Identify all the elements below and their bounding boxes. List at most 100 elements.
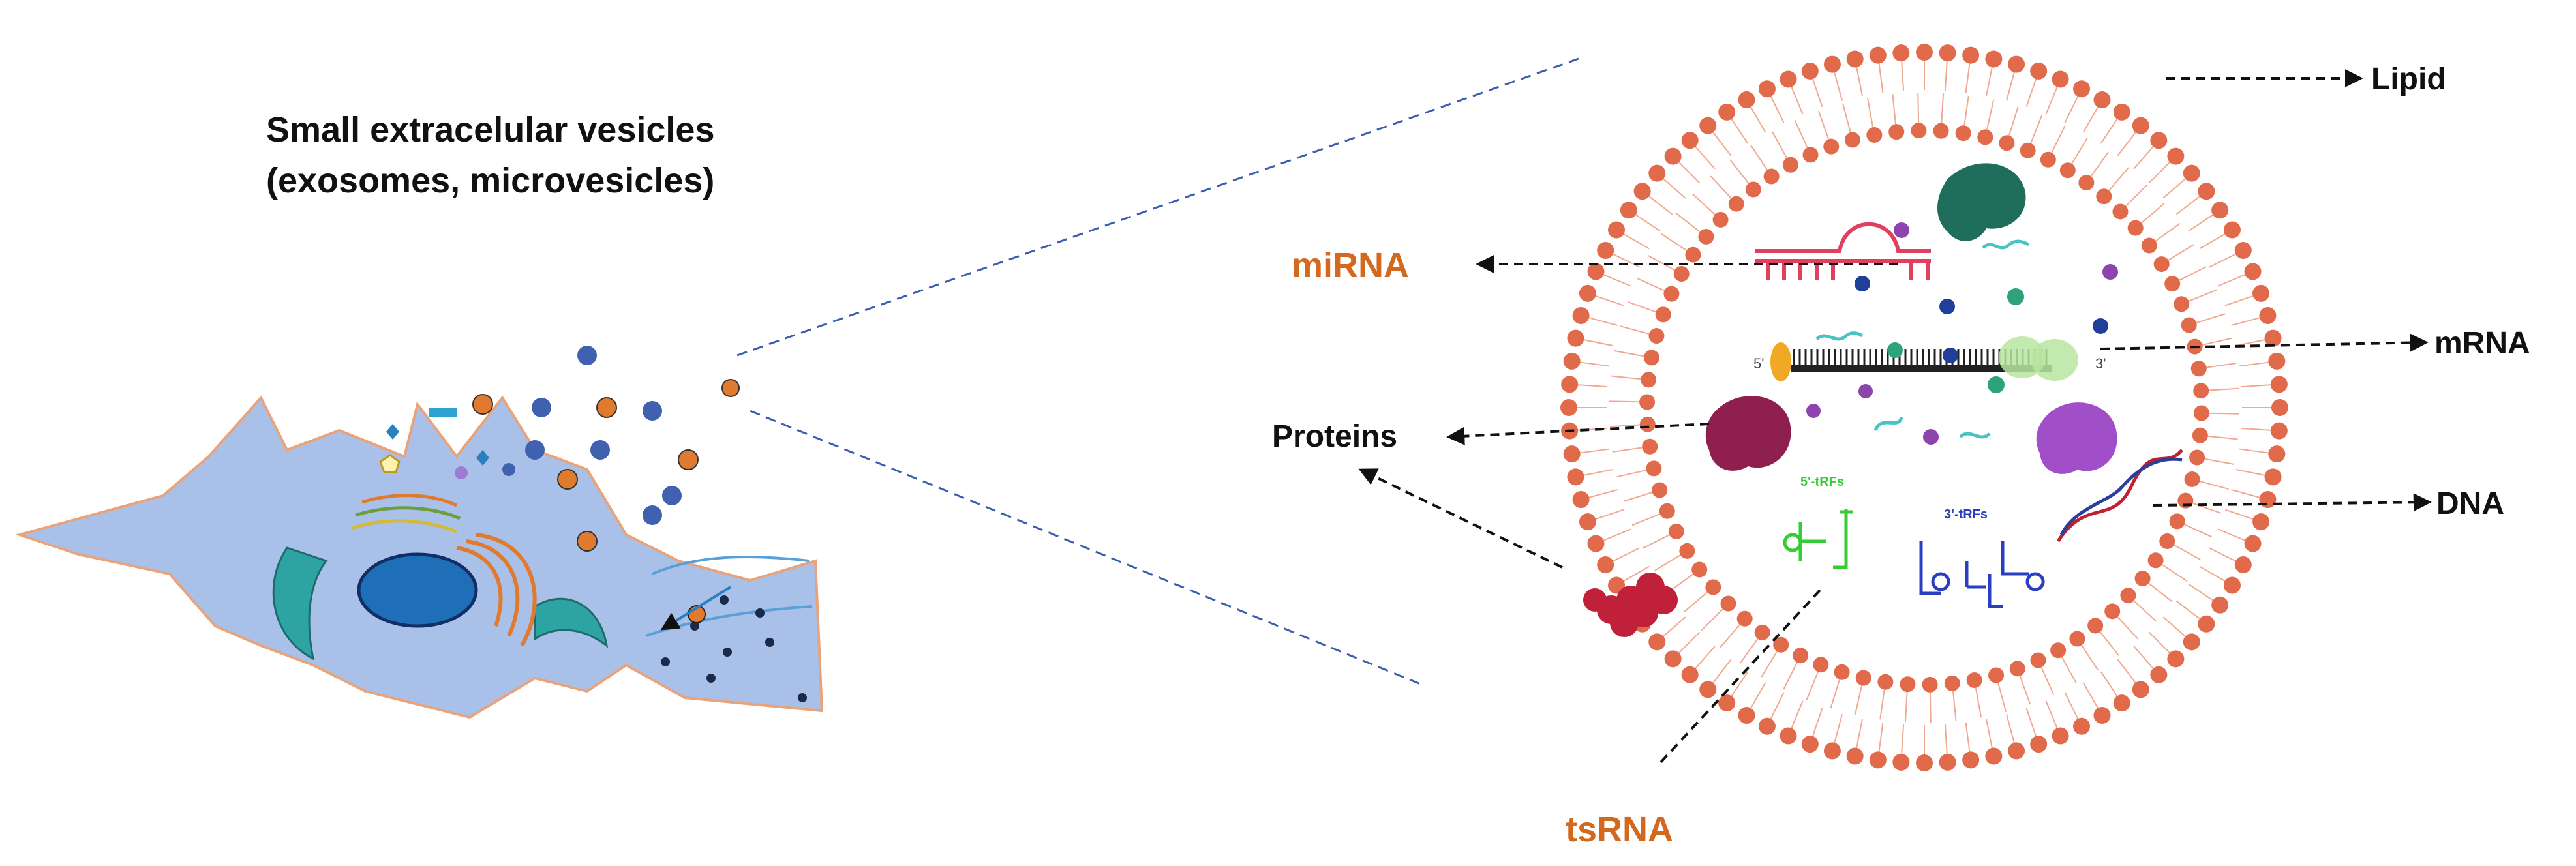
lipid-head [1801,62,1819,80]
lipid-head [1587,535,1605,552]
lipid-head [1834,664,1850,680]
lipid-head [1572,306,1590,324]
lipid-head [2104,603,2121,620]
lipid-tail [2141,203,2165,224]
proteins-leader [1446,423,1710,445]
lipid-tail [1579,448,1610,454]
lipid-tail [2082,106,2099,133]
lipid-tail [1611,375,1641,380]
lipid-head [2112,203,2129,220]
lipid-head [2192,427,2208,443]
lipid-tail [1901,724,1905,754]
dna-label: DNA [2436,486,2504,521]
lipid-head [1846,50,1864,68]
lipid-tail [1866,97,1874,128]
lipid-tail [1676,213,1701,233]
lipid-label: Lipid [2371,62,2446,97]
lipid-tail [1750,682,1766,709]
lipid-head [1911,123,1927,139]
lipid-tail [1583,339,1613,346]
lipid-tail [2239,361,2269,367]
lipid-tail [1642,534,1670,549]
lipid-head [1999,135,2015,151]
lipid-head [2030,62,2048,80]
uptake-arrow [660,586,732,631]
lipid-head [1780,727,1797,745]
lipid-tail [1594,509,1624,520]
cell-protrusion [652,556,810,575]
lipid-head [1643,350,1659,366]
dna-leader [2152,493,2432,512]
lipid-tail [1648,195,1673,215]
lipid-tail [2206,363,2237,368]
lipid-tail [2224,295,2254,306]
lipid-tail [1944,61,1948,91]
lipid-tail [1635,214,1661,232]
lipid-tail [1830,679,1841,709]
lipid-tail [2071,138,2088,164]
lipid-head [2008,742,2025,760]
trf3-label: 3'-tRFs [1944,507,1988,522]
cargo-particles [1806,222,2118,445]
lipid-head [2167,650,2185,668]
lipid-head [1685,246,1701,263]
lipid-tail [1731,118,1749,144]
lipid-head [2153,256,2170,273]
lipid-head [2087,618,2104,634]
lipid-head [1758,717,1776,735]
trf5-fragments [1783,509,1853,569]
lipid-tail [2100,671,2118,697]
lipid-head [1823,55,1841,73]
lipid-head [1567,329,1584,347]
lipid-tail [2241,427,2271,431]
lipid-tail [1701,608,1723,631]
lipid-tail [2133,600,2157,622]
lipid-head [1698,228,1714,245]
lipid-tail [2061,657,2077,684]
lipid-head [1652,482,1668,498]
lipid-tail [2188,583,2214,601]
lipid-head [2270,376,2288,393]
lipid-tail [1791,86,1804,115]
lipid-tail [1783,662,1798,690]
lipid-tail [1986,100,1995,130]
lipid-head [1608,221,1626,239]
lipid-head [1563,445,1581,463]
lipid-head [1668,523,1684,539]
lipid-tail [2155,222,2181,242]
lipid-head [1679,543,1695,559]
lipid-tail [2006,71,2015,101]
lipid-tail [2199,565,2226,582]
lipid-head [2132,681,2149,698]
lipid-tail [2117,131,2137,157]
mirna-label: miRNA [1292,246,1409,285]
lipid-tail [2168,244,2194,261]
membrane-protein [1583,573,1678,637]
lipid-head [2270,422,2288,440]
lipid-head [2050,642,2067,659]
lipid-tail [2064,692,2079,720]
lipid-tail [1609,424,1640,428]
lipid-tail [2175,600,2201,620]
lipid-head [2169,513,2185,530]
lipid-head [2120,588,2136,604]
lipid-tail [1588,317,1618,326]
lipid-head [1639,416,1656,432]
lipid-head [2183,633,2200,651]
lipid-tail [1856,67,1863,97]
lipid-head [1916,754,1933,771]
lipid-tail [1878,63,1884,93]
protein-green [1937,163,2026,241]
lipid-head [1738,706,1755,724]
secreted-vesicle [721,379,740,397]
secreted-vesicle [577,346,597,365]
lipid-head [1869,46,1887,64]
lipid-head [1646,460,1662,477]
lipid-tail [1986,719,1993,749]
lipid-tail [1770,95,1785,123]
lipid-tail [1661,233,1687,251]
lipid-head [1608,576,1626,594]
lipid-head [1922,676,1938,693]
lipid-tail [2199,481,2229,490]
lipid-head [2127,220,2144,236]
